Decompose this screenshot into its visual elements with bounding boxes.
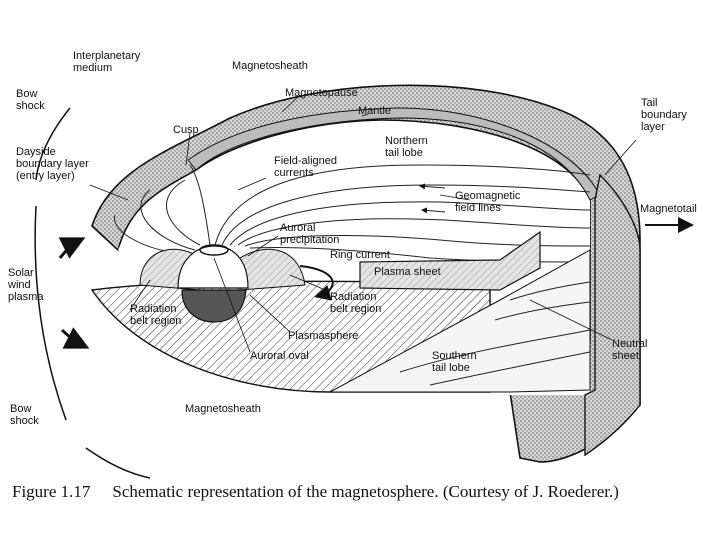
label-magnetosheath-bottom: Magnetosheath [185,403,261,415]
label-auroral-precipitation: Auroral precipitation [280,222,340,246]
label-southern-tail-lobe: Southern tail lobe [432,350,477,374]
plasma-sheet-box [359,230,541,291]
label-dayside-boundary-layer: Dayside boundary layer (entry layer) [16,146,89,182]
label-plasma-sheet: Plasma sheet [374,266,441,278]
earth-upper [177,245,249,289]
bow-shock-left-arc [34,205,67,421]
label-radiation-belt-right: Radiation belt region [330,291,382,315]
tail-cavity [118,146,590,395]
neutral-sheet-plane [329,249,591,393]
label-bow-shock-top: Bow shock [16,88,45,112]
figure-caption: Figure 1.17 Schematic representation of t… [12,482,619,502]
label-bow-shock-bottom: Bow shock [10,403,39,427]
label-magnetopause: Magnetopause [285,87,358,99]
label-northern-tail-lobe: Northern tail lobe [385,135,428,159]
label-plasmasphere: Plasmasphere [288,330,359,342]
auroral-oval-ring [199,244,229,256]
label-geomagnetic-field-lines: Geomagnetic field lines [455,190,521,214]
label-magnetosheath-top: Magnetosheath [232,60,308,72]
label-solar-wind-plasma: Solar wind plasma [8,267,44,303]
label-interplanetary-medium: Interplanetary medium [73,50,141,74]
label-mantle: Mantle [358,105,392,117]
label-tail-boundary-layer: Tail boundary layer [641,97,687,133]
earth-lower [181,289,247,323]
label-radiation-belt-left: Radiation belt region [130,303,182,327]
ring-current-arrow [299,265,334,301]
solar-wind-arrow-lower [60,327,90,349]
label-field-aligned-currents: Field-aligned currents [274,155,337,179]
figure-number: Figure 1.17 [12,482,91,501]
southern-field-lines [399,281,591,386]
northern-field-lines [214,164,591,263]
label-cusp: Cusp [173,124,199,136]
leader-lines [89,94,637,353]
solar-wind-arrow-upper [58,237,86,259]
figure-caption-text: Schematic representation of the magnetos… [112,482,619,501]
radiation-belt-right [239,248,306,291]
label-auroral-oval: Auroral oval [250,350,309,362]
tail-end-cap [584,173,641,457]
bow-shock-lower-arc [85,447,151,479]
label-neutral-sheet: Neutral sheet [612,338,648,362]
label-magnetotail: Magnetotail [640,203,697,215]
label-ring-current: Ring current [330,249,390,261]
bow-shock-upper-arc [35,107,71,181]
